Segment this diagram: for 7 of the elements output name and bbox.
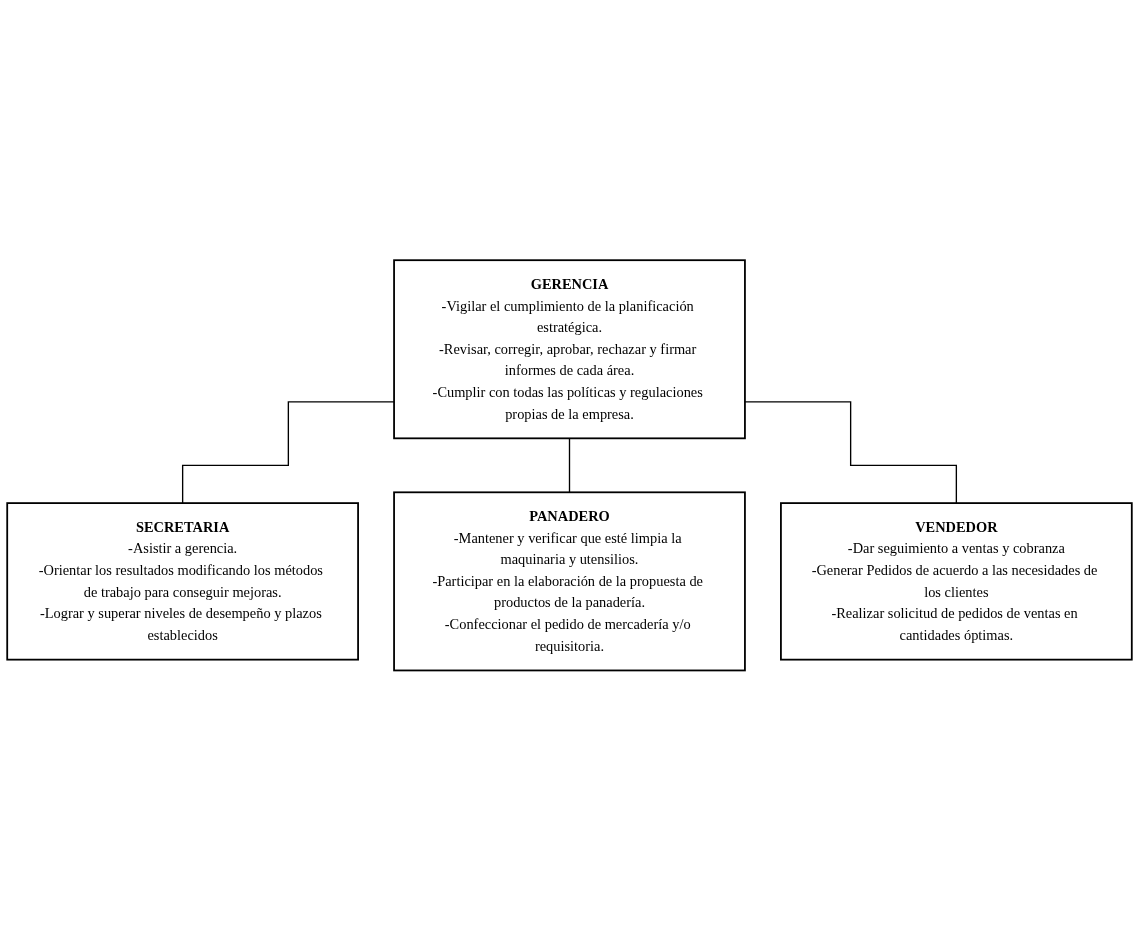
connector (181, 400, 395, 504)
node-box: VENDEDOR -Dar seguimiento a ventas y cobranza -Generar Pedidos de acuerdo a las necesidades de los clientes -Realizar solicitud de pedidos de ventas en cantidades óptimas. (780, 501, 1133, 661)
node-box: SECRETARIA -Asistir a gerencia. -Orientar los resultados modificando los métodos de trabajo para conseguir mejoras. -Lograr y superar niveles de desempeño y plazos establecidos (6, 501, 359, 661)
node-box: PANADERO -Mantener y verificar que esté limpia la maquinaria y utensilios. -Participar en la elaboración de la propuesta de productos de la panadería. -Confeccionar el pedido de mercadería y/o requisitoria. (393, 491, 746, 671)
connector (568, 437, 571, 493)
node-box: GERENCIA -Vigilar el cumplimiento de la planificación estratégica. -Revisar, corregir, aprobar, rechazar y firmar informes de cada área. -Cumplir con todas las políticas y regulaciones propias de la empresa. (393, 258, 746, 439)
connector (744, 400, 958, 504)
